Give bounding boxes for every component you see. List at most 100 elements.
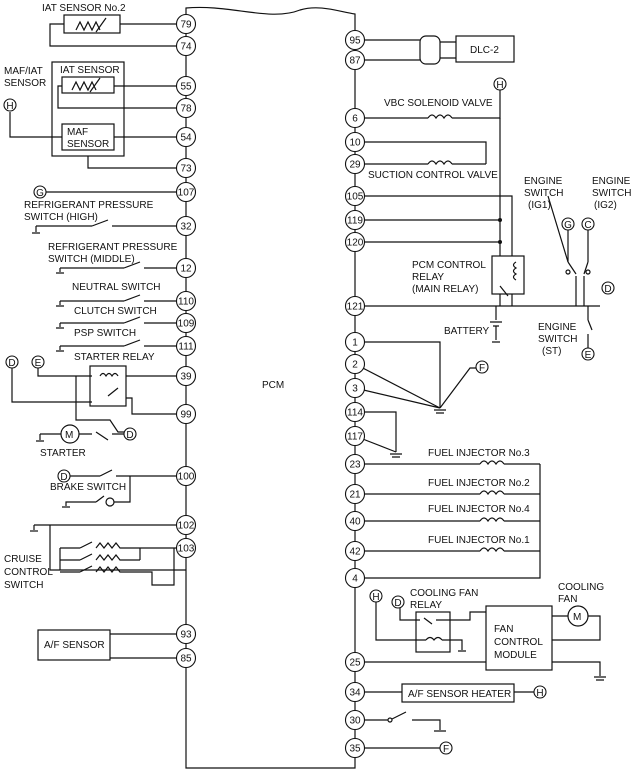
pcm-right-pin-23-label: 23 — [349, 460, 361, 471]
connector-f-icon — [475, 360, 489, 374]
pcm-right-pin-119-icon — [344, 209, 366, 231]
connector-h-icon — [493, 77, 507, 91]
pcm-left-pin-54-label: 54 — [180, 133, 192, 144]
neutral-switch-label: NEUTRAL SWITCH — [72, 282, 161, 293]
pcm-right-pin-29-label: 29 — [349, 160, 361, 171]
connector-g-label: G — [564, 220, 572, 231]
connector-f-label: F — [479, 363, 485, 374]
pcm-left-pin-110-icon — [175, 290, 197, 312]
pcm-right-pin-95-icon — [344, 29, 366, 51]
pcm-right-pin-29-icon — [344, 153, 366, 175]
clutch-switch-label: CLUTCH SWITCH — [74, 306, 157, 317]
connector-d-icon — [391, 595, 405, 609]
psp-switch-label: PSP SWITCH — [74, 328, 136, 339]
connector-d-icon — [5, 355, 19, 369]
eng-st-label-1: ENGINE — [538, 322, 577, 333]
pcm-left-pin-78-label: 78 — [180, 104, 192, 115]
pcm-left-pin-102-label: 102 — [178, 521, 195, 532]
pcm-left-pin-111-label: 111 — [178, 342, 194, 353]
refrig-mid-label-2: SWITCH (MIDDLE) — [48, 254, 135, 265]
pcm-label: PCM — [262, 380, 284, 391]
pcm-right-pin-23-icon — [344, 453, 366, 475]
pcm-right-pin-117-label: 117 — [347, 432, 363, 443]
pcm-left-pin-99-label: 99 — [180, 410, 192, 421]
iat-sensor-label: IAT SENSOR — [60, 65, 120, 76]
pcm-relay-label-3: (MAIN RELAY) — [412, 284, 479, 295]
pcm-left-pin-74-label: 74 — [180, 42, 192, 53]
pcm-right-pin-35-icon — [344, 737, 366, 759]
pcm-right-pin-2-label: 2 — [352, 360, 358, 371]
pcm-right-pin-21-label: 21 — [349, 490, 361, 501]
inj4-label: FUEL INJECTOR No.4 — [428, 504, 530, 515]
iat-sensor-2-label: IAT SENSOR No.2 — [42, 3, 126, 14]
pcm-left-pin-102-icon — [175, 514, 197, 536]
inj3-label: FUEL INJECTOR No.3 — [428, 448, 530, 459]
iat-sensor-element — [61, 76, 115, 94]
pcm-left-pin-32-label: 32 — [180, 222, 192, 233]
refrig-mid-label-1: REFRIGERANT PRESSURE — [48, 242, 178, 253]
pcm-right-pin-1-label: 1 — [352, 338, 358, 349]
af-heater-label: A/F SENSOR HEATER — [408, 689, 511, 700]
connector-f-label: F — [443, 744, 449, 755]
dlc-2-label: DLC-2 — [470, 45, 499, 56]
eng-ig2-label-3: (IG2) — [594, 200, 617, 211]
eng-ig2-label-2: SWITCH — [592, 188, 631, 199]
pcm-right-pin-40-label: 40 — [349, 517, 361, 528]
connector-d-label: D — [60, 472, 67, 483]
fan-module-label-2: CONTROL — [494, 637, 543, 648]
vbc-label: VBC SOLENOID VALVE — [384, 98, 493, 109]
pcm-right-pin-10-label: 10 — [349, 138, 361, 149]
pcm-left-pin-107-label: 107 — [178, 188, 195, 199]
cooling-fan-motor-symbol: M — [573, 612, 581, 623]
connector-c-icon — [581, 217, 595, 231]
pcm-right-pin-3-label: 3 — [352, 384, 358, 395]
connector-f-icon — [439, 741, 453, 755]
fan-module-label-1: FAN — [494, 624, 513, 635]
pcm-right-pin-120-icon — [344, 231, 366, 253]
brake-switch-label: BRAKE SWITCH — [50, 482, 126, 493]
pcm-right-pin-121-label: 121 — [347, 302, 364, 313]
connector-d-icon — [57, 469, 71, 483]
pcm-right-pin-42-label: 42 — [349, 547, 361, 558]
connector-h-icon — [369, 589, 383, 603]
pcm-right-pin-25-label: 25 — [349, 658, 361, 669]
pcm-right-pin-6-icon — [344, 107, 366, 129]
pcm-left-pin-93-label: 93 — [180, 630, 192, 641]
pcm-left-pin-32-icon — [175, 215, 197, 237]
pcm-left-pin-12-icon — [175, 257, 197, 279]
maf-sensor-element — [61, 123, 115, 151]
cruise-label-2: CONTROL — [4, 567, 53, 578]
pcm-left-pin-103-label: 103 — [178, 544, 195, 555]
inj1-label: FUEL INJECTOR No.1 — [428, 535, 530, 546]
suction-label: SUCTION CONTROL VALVE — [368, 170, 498, 181]
eng-ig2-label-1: ENGINE — [592, 176, 631, 187]
fan-module-label-3: MODULE — [494, 650, 537, 661]
pcm-left-pin-12-label: 12 — [180, 264, 192, 275]
battery-label: BATTERY — [444, 326, 490, 337]
cooling-fan-label-2: FAN — [558, 594, 577, 605]
pcm-right-pin-3-icon — [344, 377, 366, 399]
pcm-left-pin-79-icon — [175, 13, 197, 35]
pcm-left-pin-79-label: 79 — [180, 20, 192, 31]
dlc-2 — [455, 35, 515, 63]
af-sensor-label: A/F SENSOR — [44, 640, 105, 651]
pcm-outline — [185, 6, 356, 769]
pcm-right-pin-105-icon — [344, 185, 366, 207]
pcm-right-pin-120-label: 120 — [347, 238, 364, 249]
maf-iat-label-1: MAF/IAT — [4, 66, 43, 77]
maf-iat-label-2: SENSOR — [4, 78, 46, 89]
connector-h-icon — [533, 685, 547, 699]
connector-d-icon — [123, 427, 137, 441]
connector-c-label: C — [584, 220, 591, 231]
connector-h-label: H — [496, 80, 503, 91]
af-sensor-heater — [401, 683, 515, 703]
pcm-left-pin-93-icon — [175, 623, 197, 645]
fan-relay-label-2: RELAY — [410, 600, 442, 611]
cooling-fan-label-1: COOLING — [558, 582, 604, 593]
cruise-label-1: CRUISE — [4, 554, 42, 565]
eng-st-label-3: (ST) — [542, 346, 561, 357]
pcm-left-pin-39-label: 39 — [180, 372, 192, 383]
pcm-left-pin-110-label: 110 — [178, 297, 194, 308]
pcm-right-pin-105-label: 105 — [347, 192, 364, 203]
eng-ig1-label-2: SWITCH — [524, 188, 563, 199]
